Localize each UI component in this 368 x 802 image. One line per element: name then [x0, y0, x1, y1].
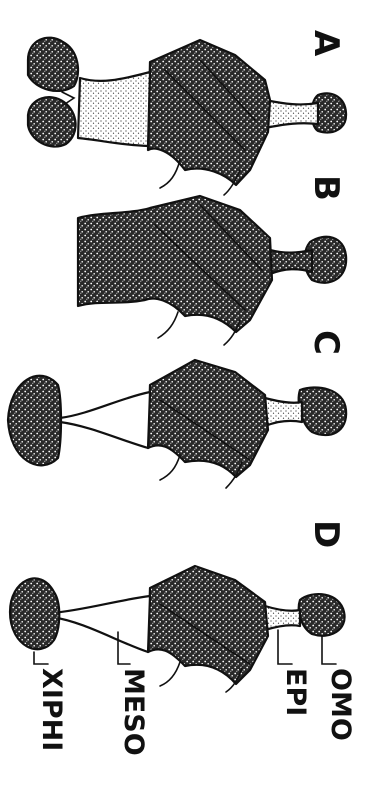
panel-b-sternum: [78, 196, 346, 345]
part-label-xiphi: XIPHI: [36, 668, 67, 751]
panel-label-d: D: [306, 520, 346, 548]
panel-label-a: A: [306, 30, 346, 57]
part-label-epi: EPI: [280, 668, 311, 716]
part-label-omo: OMO: [325, 668, 356, 741]
part-label-meso: MESO: [118, 668, 149, 756]
leader-epi: [278, 630, 292, 664]
panel-label-c: C: [306, 330, 346, 355]
panel-c-sternum: [8, 360, 346, 488]
panel-a-sternum: [28, 38, 346, 195]
leader-xiphi: [34, 652, 48, 664]
panel-label-b: B: [306, 175, 346, 201]
leader-omo: [322, 636, 336, 664]
